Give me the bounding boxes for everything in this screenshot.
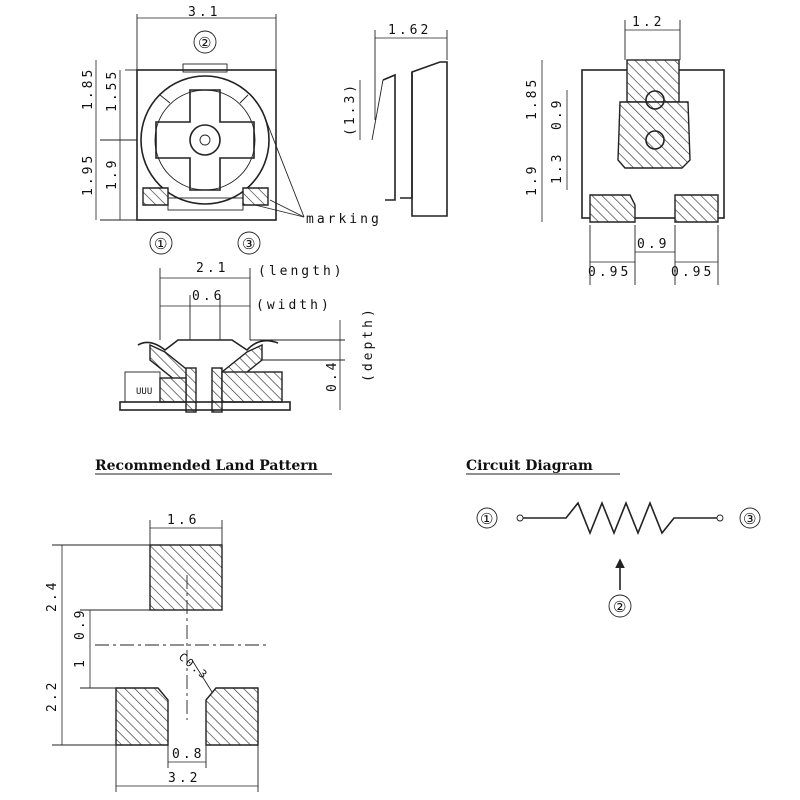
resistor-zigzag [523, 500, 717, 536]
circuit-terminal-3 [716, 514, 724, 522]
marking-leader-3 [254, 204, 305, 218]
rotor-ticks [159, 94, 249, 104]
circuit-pin3-circle [739, 507, 761, 529]
sec-left-terminal [124, 371, 161, 403]
sec-depth-dim: 0.4 [325, 360, 340, 392]
rotor-outer-ring [140, 75, 270, 205]
lp-09-dim: 0.9 [73, 608, 88, 640]
bottom-left-pad [589, 194, 636, 223]
lp-chamfer-leader [191, 659, 213, 693]
sec-base [119, 401, 291, 411]
circuit-pin1-label: ① [480, 510, 493, 528]
lp-1-dim: 1 [73, 657, 88, 668]
side-base-edge [400, 72, 413, 199]
bottom-left-dim: 0.95 [588, 265, 631, 280]
lp-gap-dim: 0.8 [172, 747, 204, 762]
side-view: 1.62 (1.3) [343, 23, 448, 217]
sec-width-label: (width) [256, 298, 332, 313]
bottom-top-pad [626, 59, 680, 103]
top-h2-dim: 1.55 [105, 69, 120, 112]
top-pin2-label: ② [198, 34, 211, 52]
land-pattern-title: Recommended Land Pattern [95, 458, 318, 474]
bottom-view: 1.2 1.85 0.9 1.9 1.3 0.9 0.95 0.95 [525, 15, 725, 285]
terminal-1-top [142, 187, 169, 206]
top-view: 3.1 ② 1.85 1.55 1.95 1.9 marking ① ③ [81, 5, 382, 255]
bottom-right-pad [674, 194, 719, 223]
lp-chamfer-label: C0.3 [176, 650, 211, 682]
lp-top-pad [149, 544, 223, 611]
circuit-pin1-circle [476, 507, 498, 529]
rotor-center [199, 134, 211, 146]
sec-rotor-top [137, 339, 279, 352]
adjust-cross-slot [155, 89, 255, 191]
pin2-marker [193, 30, 217, 54]
circuit-diagram: Circuit Diagram ① ② ③ [466, 458, 761, 618]
sec-length-dim: 2.1 [196, 261, 228, 276]
sec-width-dim: 0.6 [192, 289, 224, 304]
top-view-base-strip [167, 197, 244, 211]
sec-center-post-right [211, 367, 223, 413]
lp-total-dim: 3.2 [168, 771, 200, 786]
circuit-pin2-circle [608, 594, 632, 618]
bottom-center-pad [617, 101, 691, 169]
circuit-pin2-label: ② [613, 598, 626, 616]
sec-center-post-left [185, 367, 197, 413]
side-lead [371, 79, 384, 141]
land-pattern: Recommended Land Pattern 1.6 2.4 0.9 1 2… [45, 458, 332, 792]
side-height-dim: (1.3) [343, 82, 358, 136]
terminal-3-top [242, 187, 269, 206]
bottom-h3-dim: 1.9 [525, 164, 540, 196]
bottom-width-dim: 1.2 [632, 15, 664, 30]
bottom-right-dim: 0.95 [671, 265, 714, 280]
circuit-pin3-label: ③ [743, 510, 756, 528]
circuit-terminal-1 [516, 514, 524, 522]
sec-pad-mark: UUU [136, 387, 152, 397]
marking-leader-1 [261, 109, 305, 218]
rotor-hub [189, 124, 221, 156]
side-body [411, 61, 448, 217]
section-view: 2.1 (length) 0.6 (width) UUU 0.4 (depth) [119, 261, 376, 413]
bottom-hole-1 [645, 90, 665, 110]
bottom-h2-dim: 0.9 [550, 98, 565, 130]
lp-22-dim: 2.2 [45, 680, 60, 712]
sec-length-label: (length) [258, 264, 345, 279]
pin1-marker [149, 231, 173, 255]
bottom-hole-2 [645, 130, 665, 150]
top-h4-dim: 1.9 [105, 158, 120, 190]
top-width-dim: 3.1 [188, 5, 220, 20]
bottom-gap-dim: 0.9 [637, 237, 669, 252]
sec-left-block [159, 377, 187, 403]
pin3-marker [237, 231, 261, 255]
side-rotor-profile [382, 73, 396, 201]
sec-right-block [221, 371, 283, 403]
top-h3-dim: 1.95 [81, 153, 96, 196]
top-pin3-label: ③ [242, 235, 255, 253]
sec-depth-label: (depth) [361, 306, 376, 382]
lp-24-dim: 2.4 [45, 580, 60, 612]
bottom-h1-dim: 1.85 [525, 77, 540, 120]
marking-label: marking [306, 212, 382, 227]
top-view-tab [182, 63, 228, 73]
marking-leader-2 [269, 199, 305, 218]
lp-right-pad [205, 687, 259, 746]
bottom-h4-dim: 1.3 [550, 152, 565, 184]
top-h1-dim: 1.85 [81, 67, 96, 110]
sec-left-wiper [149, 343, 191, 381]
top-pin1-label: ① [154, 235, 167, 253]
lp-left-pad [115, 687, 169, 746]
side-thickness-dim: 1.62 [388, 23, 431, 38]
lp-top-pad-dim: 1.6 [167, 513, 199, 528]
circuit-title: Circuit Diagram [466, 458, 593, 474]
rotor-inner-ring [154, 89, 256, 191]
